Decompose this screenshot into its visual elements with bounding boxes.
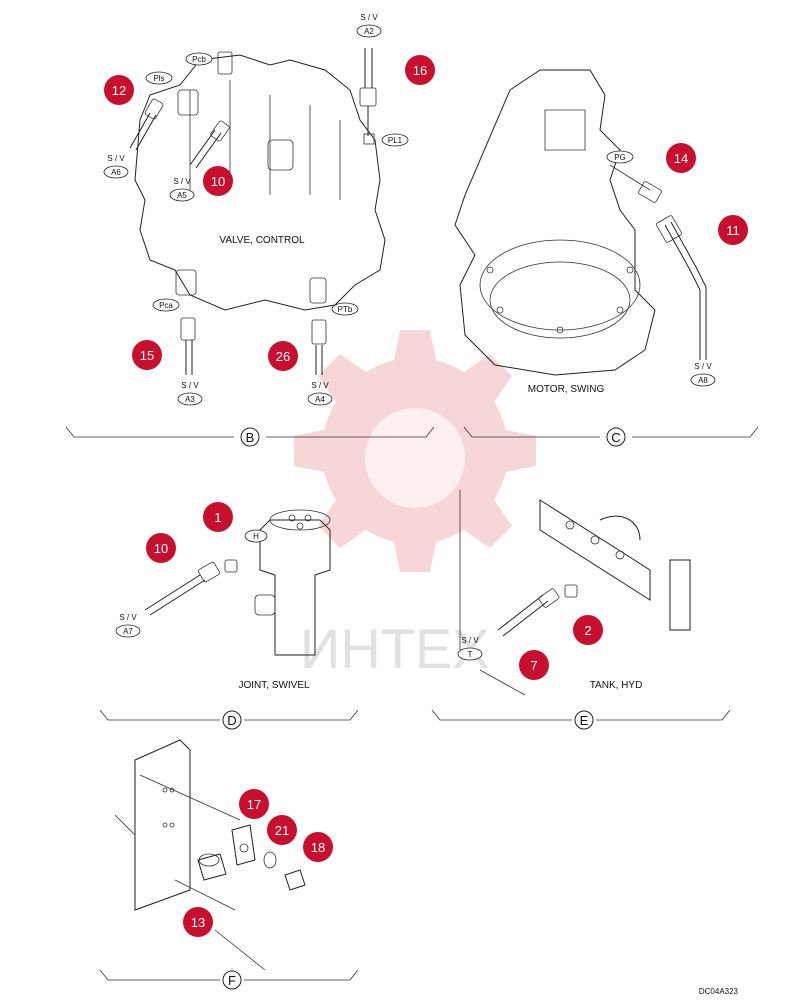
- port-tag-pca: Pca: [152, 298, 180, 312]
- title-valve-control: VALVE, CONTROL: [219, 235, 305, 246]
- svg-text:10: 10: [154, 541, 168, 556]
- section-bracket-d: D: [99, 709, 359, 730]
- svg-text:7: 7: [530, 658, 537, 673]
- port-tag-pg: PG: [606, 150, 634, 164]
- svg-text:A6: A6: [111, 168, 121, 177]
- section-b-drawing: [129, 48, 386, 375]
- callout-13: 13: [183, 907, 213, 937]
- watermark-text: ИНТЕХ: [300, 617, 490, 680]
- sv-tag-a3: S / V A3: [177, 381, 203, 406]
- svg-text:A2: A2: [364, 27, 374, 36]
- svg-text:S / V: S / V: [311, 381, 329, 390]
- svg-text:17: 17: [247, 797, 261, 812]
- callout-1: 1: [203, 502, 233, 532]
- callout-21: 21: [267, 815, 297, 845]
- title-tank-hyd: TANK, HYD: [590, 680, 643, 691]
- svg-text:1: 1: [214, 510, 221, 525]
- section-e-drawing: [459, 490, 691, 696]
- section-f-drawing: [114, 739, 306, 971]
- svg-text:10: 10: [211, 174, 225, 189]
- title-motor-swing: MOTOR, SWING: [528, 384, 605, 395]
- svg-text:12: 12: [112, 83, 126, 98]
- svg-text:S / V: S / V: [173, 177, 191, 186]
- port-tag-pl1: PL1: [381, 133, 409, 147]
- section-bracket-c: C: [463, 426, 759, 447]
- callout-14: 14: [666, 143, 696, 173]
- svg-text:S / V: S / V: [181, 381, 199, 390]
- section-bracket-f: F: [99, 969, 359, 990]
- svg-text:A4: A4: [315, 395, 325, 404]
- section-c-drawing: [454, 69, 707, 376]
- callout-17: 17: [239, 789, 269, 819]
- svg-text:S / V: S / V: [461, 636, 479, 645]
- svg-text:Pca: Pca: [159, 301, 173, 310]
- svg-text:PL1: PL1: [388, 136, 403, 145]
- port-tag-pls: Pls: [145, 71, 173, 85]
- svg-text:Pcb: Pcb: [192, 55, 206, 64]
- callout-11: 11: [718, 215, 748, 245]
- svg-text:A3: A3: [185, 395, 195, 404]
- svg-text:15: 15: [140, 348, 154, 363]
- callout-16: 16: [405, 55, 435, 85]
- callout-7: 7: [519, 650, 549, 680]
- svg-text:S / V: S / V: [119, 613, 137, 622]
- section-letter-d: D: [227, 713, 236, 728]
- svg-text:13: 13: [191, 915, 205, 930]
- svg-text:21: 21: [275, 823, 289, 838]
- port-tag-h: H: [244, 529, 268, 543]
- port-tag-pcb: Pcb: [185, 52, 213, 66]
- svg-text:S / V: S / V: [107, 154, 125, 163]
- sv-tag-a8: S / V A8: [690, 362, 716, 387]
- watermark: ИНТЕХ: [294, 330, 536, 680]
- callout-18: 18: [303, 832, 333, 862]
- callout-10-valve: 10: [203, 166, 233, 196]
- svg-text:11: 11: [726, 223, 740, 238]
- callout-15: 15: [132, 340, 162, 370]
- title-joint-swivel: JOINT, SWIVEL: [238, 680, 310, 691]
- callout-2: 2: [573, 615, 603, 645]
- svg-text:A5: A5: [177, 191, 187, 200]
- svg-text:18: 18: [311, 840, 325, 855]
- svg-text:A7: A7: [123, 627, 133, 636]
- svg-text:16: 16: [413, 63, 427, 78]
- sv-tag-a5: S / V A5: [169, 177, 195, 202]
- svg-text:PG: PG: [614, 153, 626, 162]
- drawing-code: DC04A323: [699, 987, 739, 996]
- svg-text:14: 14: [674, 151, 688, 166]
- sv-tag-a6: S / V A6: [103, 154, 129, 179]
- svg-text:S / V: S / V: [694, 362, 712, 371]
- sv-tag-a4: S / V A4: [307, 381, 333, 406]
- section-letter-b: B: [246, 430, 255, 445]
- svg-text:26: 26: [276, 349, 290, 364]
- section-letter-e: E: [580, 713, 589, 728]
- sv-tag-a7: S / V A7: [115, 613, 141, 638]
- section-bracket-e: E: [431, 709, 731, 730]
- section-bracket-b: B: [65, 426, 435, 447]
- section-d-drawing: [144, 509, 331, 656]
- port-tag-ptb: PTb: [331, 302, 359, 316]
- sv-tag-a2: S / V A2: [356, 13, 382, 38]
- svg-text:2: 2: [584, 623, 591, 638]
- svg-text:A8: A8: [698, 376, 708, 385]
- svg-text:H: H: [253, 532, 259, 541]
- svg-text:Pls: Pls: [153, 74, 164, 83]
- svg-text:S / V: S / V: [360, 13, 378, 22]
- callout-12: 12: [104, 75, 134, 105]
- callout-10-joint: 10: [146, 533, 176, 563]
- section-letter-f: F: [228, 973, 236, 988]
- callout-26: 26: [268, 341, 298, 371]
- sv-tag-t: S / V T: [457, 636, 483, 661]
- svg-text:PTb: PTb: [338, 305, 353, 314]
- svg-text:T: T: [468, 650, 473, 659]
- section-letter-c: C: [611, 430, 620, 445]
